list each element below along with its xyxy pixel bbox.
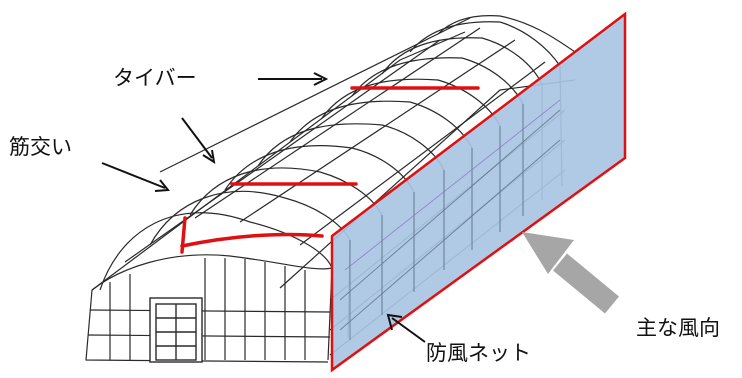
label-main-wind-direction: 主な風向 (636, 316, 720, 340)
brace-pointer (101, 162, 166, 189)
net-overlay-lines (339, 99, 561, 340)
net-pointer (391, 317, 426, 343)
label-brace: 筋交い (9, 135, 72, 159)
label-tie-bar: タイバー (113, 66, 197, 90)
windbreak-net (330, 11, 627, 373)
brace (180, 216, 324, 254)
tie-bars (230, 86, 480, 186)
tie-bar-pointer-down (181, 117, 213, 159)
wind-direction-arrow (522, 232, 620, 314)
greenhouse-door (149, 297, 203, 363)
label-windbreak-net: 防風ネット (426, 341, 531, 365)
pointer-arrows (101, 72, 426, 343)
